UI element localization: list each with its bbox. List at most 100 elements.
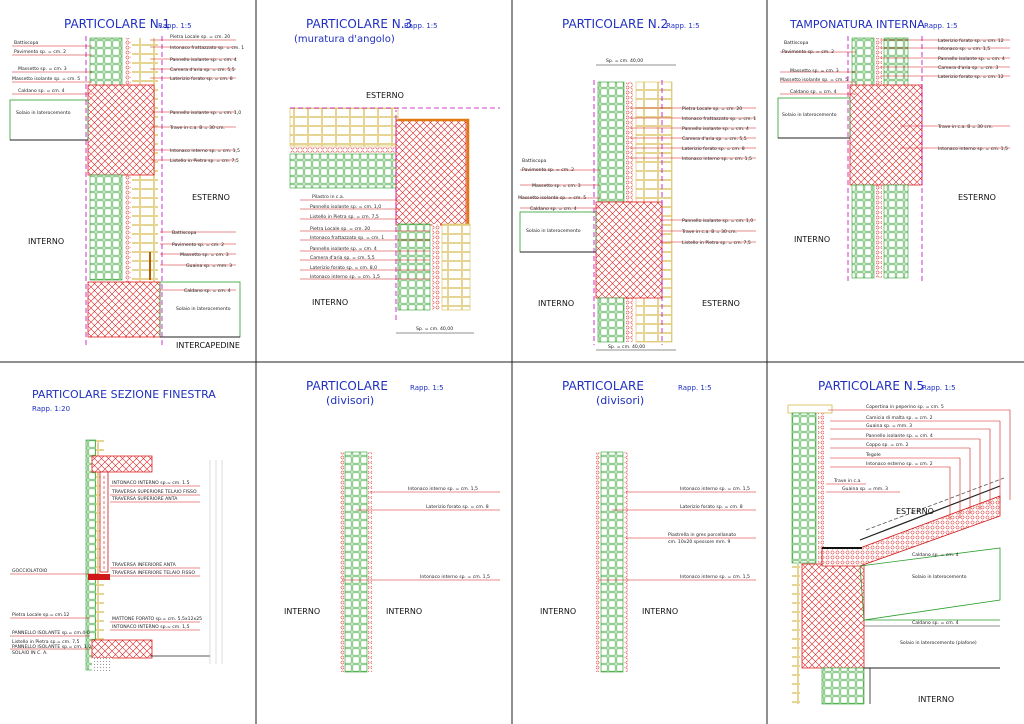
label-interno: INTERNO [28,237,64,246]
note: Pannello isolante sp. = cm. 1,0 [310,204,381,210]
label-interno: INTERNO [538,299,574,308]
note: Solaio in laterocemento [912,574,967,580]
note: Trave in c.a. B = 30 cm. [937,124,993,130]
note: Solaio in laterocemento [782,112,837,118]
panel-subtitle: (muratura d'angolo) [294,34,395,45]
note: Copertina in peperino sp. = cm. 5 [866,404,944,410]
note: Pavimento sp. = cm. 2 [522,167,574,173]
note: Solaio in laterocemento [526,228,581,234]
note: Pilastro in c.a. [312,194,344,200]
note: Laterizio forato sp. = cm. 12 [938,74,1004,80]
panel-scale: Rapp. 1:5 [666,22,700,30]
note: Listello in Pietra sp. = cm. 7,5 [310,214,379,220]
note: Camera d'aria sp. = cm. 5,5 [170,67,235,73]
panel-subtitle: (divisori) [596,394,644,407]
note: Guaina sp. = mm. 3 [866,423,912,429]
panel-tamponatura-interna: TAMPONATURA INTERNA Rapp. 1:5 Battiscopa… [777,18,1010,282]
note: Camicia di malta sp. = cm. 2 [866,415,933,421]
panel-divisori-2: PARTICOLARE Rapp. 1:5 (divisori) Intonac… [540,379,756,673]
panel-title: PARTICOLARE N.2 [562,17,668,31]
note: Pietra Locale sp. = cm. 20 [170,34,230,40]
note: Trave in c.a. [833,478,862,484]
note: Intonaco interno sp. = cm. 1,5 [310,274,380,280]
note: Massetto sp. = cm. 3 [532,183,581,189]
note: TRAVERSA INFERIORE ANTA [111,562,177,568]
note: Massetto sp. = cm. 3 [790,68,839,74]
note: Intonaco sp. = cm. 1,5 [938,46,990,52]
note: Camera d'aria sp. = cm. 3 [938,65,998,71]
note: Battiscopa [522,158,546,164]
panel-sezione-finestra: PARTICOLARE SEZIONE FINESTRA Rapp. 1:20 … [10,388,223,672]
panel-scale: Rapp. 1:5 [404,22,438,30]
note: Laterizio forato sp. = cm. 8 [680,504,743,510]
note: Trave in c.a. B = 30 cm. [681,229,737,235]
panel-title: TAMPONATURA INTERNA [789,18,925,31]
panel-scale: Rapp. 1:20 [32,405,70,413]
dimension-label: Sp. = cm. 40,00 [416,326,453,332]
label-esterno: ESTERNO [702,299,740,308]
note: Camera d'aria sp. = cm. 5,5 [310,255,375,261]
note: Massetto isolante sp. = cm. 5 [12,76,80,82]
label-interno: INTERNO [284,607,320,616]
panel-particolare-n1: PARTICOLARE N.1 Rapp. 1:5 [9,17,244,350]
note: Pietra Locale sp. = cm. 20 [310,226,370,232]
panel-title: PARTICOLARE N.5 [818,379,924,393]
panel-scale: Rapp. 1:5 [158,22,192,30]
note: Solaio in laterocemento (plafone) [900,640,977,646]
note: Pannello isolante sp. = cm. 4 [938,56,1005,62]
note: Intonaco interno sp. = cm. 1,5 [682,156,752,162]
note: MATTONE FORATO sp.= cm. 5,5x12x25 [112,616,202,622]
note: TRAVERSA SUPERIORE ANTA [111,496,178,502]
label-esterno: ESTERNO [958,193,996,202]
note: Massetto isolante sp. = cm. 5 [780,77,848,83]
panel-title: PARTICOLARE SEZIONE FINESTRA [32,388,216,401]
panel-subtitle: (divisori) [326,394,374,407]
panel-title: PARTICOLARE [562,379,644,393]
panel-scale: Rapp. 1:5 [924,22,958,30]
label-esterno: ESTERNO [896,507,934,516]
panel-divisori-1: PARTICOLARE Rapp. 1:5 (divisori) Intonac… [284,379,500,673]
note: PANNELLO ISOLANTE sp.= cm. 1,0 [12,644,91,650]
note: Pannello isolante sp. = cm. 4 [866,433,933,439]
note: Caldano sp. = cm. 4 [790,89,837,95]
note: SOLAIO IN C. A. [12,650,48,656]
note: Tegole [865,452,881,458]
note: Laterizio forato sp. = cm. 12 [938,38,1004,44]
note: Pavimento sp. = cm. 2 [172,242,224,248]
note: Pannello isolante sp. = cm. 4 [682,126,749,132]
note: Laterizio forato sp. = cm. 8 [170,76,233,82]
note: Guaina sp. = mm. 3 [842,486,888,492]
note: Battiscopa [172,230,196,236]
panel-title: PARTICOLARE N.1 [64,17,170,31]
note: Coppo sp. = cm. 2 [866,442,909,448]
note: TRAVERSA SUPERIORE TELAIO FISSO [111,489,197,495]
note: Intonaco interno sp. = cm. 1,5 [170,148,240,154]
note: Piastrella in gres porcellanato [668,532,736,538]
note: Battiscopa [14,40,38,46]
note: Massetto isolante sp. = cm. 5 [518,195,586,201]
panel-particolare-n2: PARTICOLARE N.2 Rapp. 1:5 Sp. = cm. 40,0… [518,17,756,351]
dimension-label: Sp. = cm. 40,00 [606,58,643,64]
note: Caldano sp. = cm. 4 [912,620,959,626]
note: INTONACO INTERNO sp.= cm. 1,5 [112,624,190,630]
note: Laterizio forato sp. = cm. 8,0 [310,265,377,271]
note: Intonaco interno sp. = cm. 1,5 [680,486,750,492]
note: Intonaco frattazzato sp. = cm. 1 [310,235,384,241]
note: Solaio in laterocemento [16,110,71,116]
note: Pannello isolante sp. = cm. 4 [170,57,237,63]
label-intercapedine: INTERCAPEDINE [176,341,240,350]
note: Intonaco frattazzato sp. = cm. 1 [682,116,756,122]
note: Laterizio forato sp. = cm. 8 [426,504,489,510]
note: Intonaco interno sp. = cm. 1,5 [938,146,1008,152]
panel-particolare-n3: PARTICOLARE N.3 Rapp. 1:5 (muratura d'an… [289,17,500,334]
panel-title: PARTICOLARE [306,379,388,393]
note: Listello in Pietra sp.= cm. 7,5 [12,639,79,645]
note: Intonaco interno sp. = cm. 1,5 [680,574,750,580]
note: Pannello isolante sp. = cm. 1,0 [170,110,241,116]
note: Trave in c.a. B = 30 cm. [169,125,225,131]
note: Guaina sp. = mm. 3 [186,263,232,269]
panel-scale: Rapp. 1:5 [410,384,444,392]
note: Pavimento sp. = cm. 2 [14,49,66,55]
note: Laterizio forato sp. = cm. 8 [682,146,745,152]
